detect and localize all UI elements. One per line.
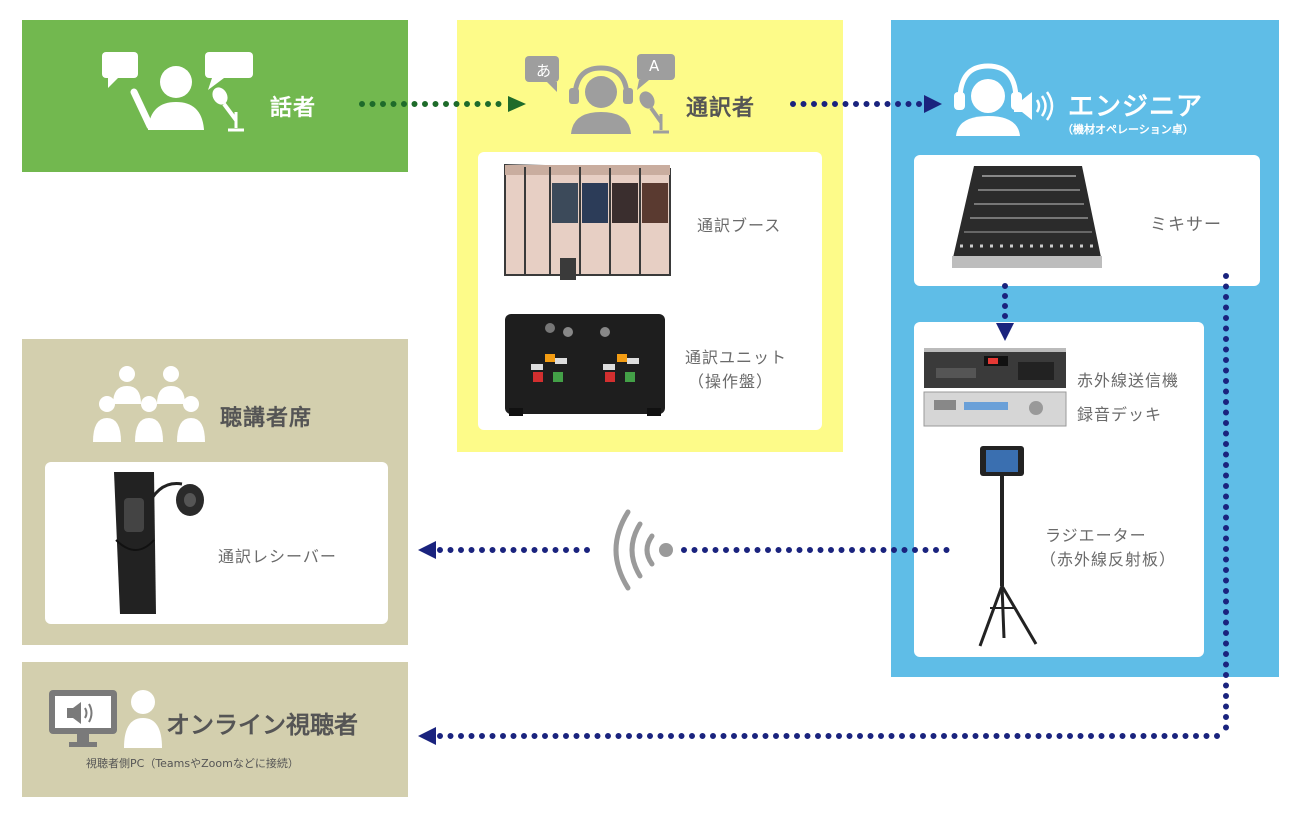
radiator-label-line2: （赤外線反射板） xyxy=(1040,550,1177,569)
speaker-volume-icon xyxy=(1014,91,1054,121)
online-sublabel: 視聴者側PC（TeamsやZoomなどに接続） xyxy=(86,757,299,770)
receiver-image xyxy=(114,472,204,614)
transmitter-label: 赤外線送信機 xyxy=(1077,371,1180,390)
bubble-right-text: A xyxy=(649,57,660,75)
monitor-icon xyxy=(49,690,117,747)
interpreter-icon xyxy=(525,54,675,134)
interpreter-unit-image xyxy=(505,314,665,416)
speaker-label: 話者 xyxy=(270,96,317,121)
bubble-left-text: あ xyxy=(536,62,552,80)
receiver-label: 通訳レシーバー xyxy=(218,547,337,566)
engineer-label: エンジニア xyxy=(1068,92,1204,122)
interpreter-label: 通訳者 xyxy=(686,96,756,121)
engineer-sublabel: （機材オペレーション卓） xyxy=(1062,123,1194,136)
receiver-card xyxy=(45,462,388,624)
transmitter-recorder-image xyxy=(923,348,1067,427)
interpretation-booth-image xyxy=(504,163,671,280)
viewer-person-icon xyxy=(124,690,162,748)
engineer-icon xyxy=(954,63,1022,136)
audience-label: 聴講者席 xyxy=(220,406,313,431)
booth-label: 通訳ブース xyxy=(697,216,782,235)
recorder-label: 録音デッキ xyxy=(1077,405,1163,424)
radiator-label-line1: ラジエーター xyxy=(1045,526,1147,545)
online-label: オンライン視聴者 xyxy=(166,711,358,739)
mixer-label: ミキサー xyxy=(1150,215,1222,235)
unit-label-line2: （操作盤） xyxy=(688,372,774,391)
mixer-image xyxy=(952,166,1102,268)
speaker-icon xyxy=(102,52,253,132)
audience-icon xyxy=(93,366,205,442)
radiator-image xyxy=(978,446,1038,647)
unit-label-line1: 通訳ユニット xyxy=(685,348,788,367)
